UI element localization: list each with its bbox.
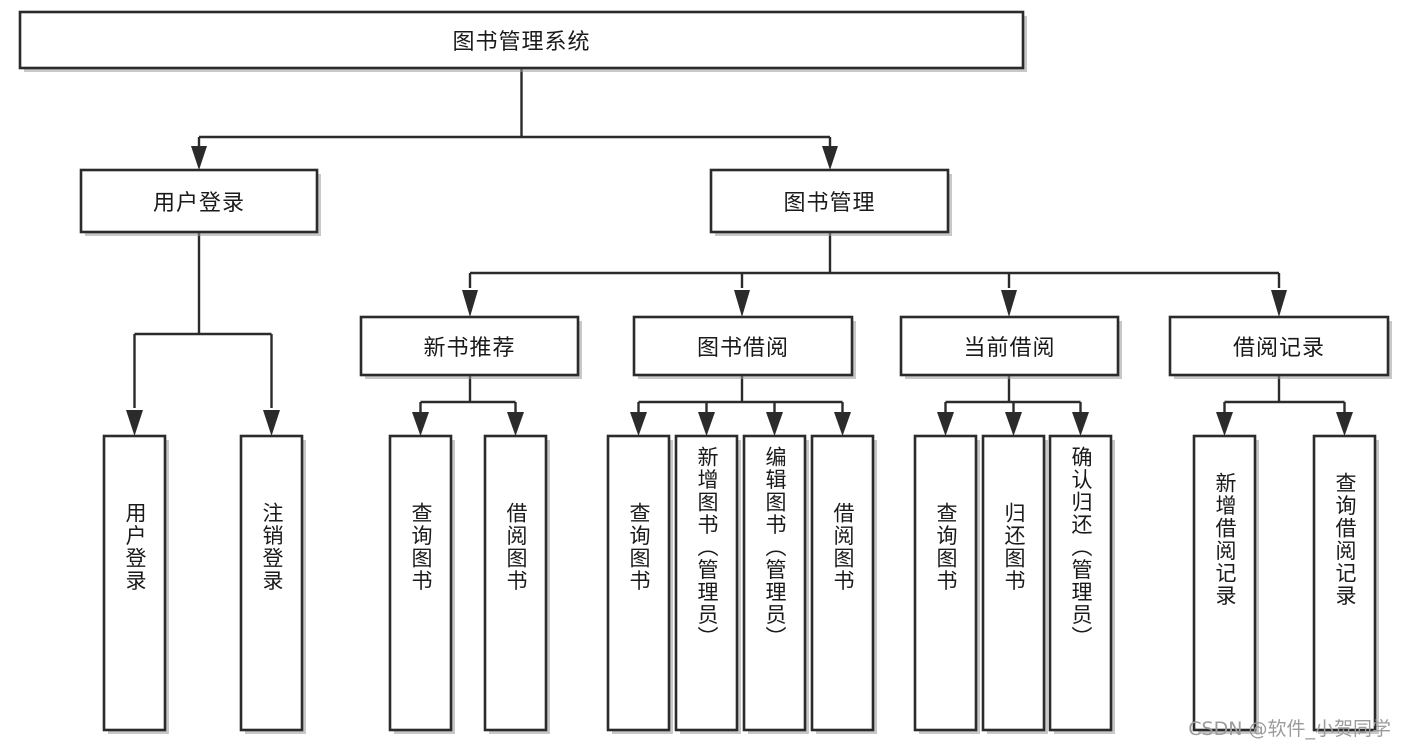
arrow-to-leaf-query-book-current <box>937 412 954 436</box>
connector-book-borrow-to-leaves <box>630 375 851 436</box>
node-new-book-recommend[interactable] <box>359 315 582 379</box>
node-leaf-confirm-return-admin[interactable] <box>1048 434 1115 734</box>
node-leaf-return-book[interactable] <box>981 434 1048 734</box>
arrow-to-new-book-recommend <box>462 290 478 317</box>
connector-borrow-record-to-leaves <box>1216 375 1353 436</box>
arrow-to-leaf-return-book <box>1005 412 1022 436</box>
arrow-to-leaf-user-logout <box>263 410 280 436</box>
connector-user-login-to-leaves <box>126 232 280 436</box>
node-user-login[interactable] <box>79 168 321 236</box>
node-leaf-query-borrow-record[interactable] <box>1312 434 1379 734</box>
arrow-to-leaf-edit-book-admin <box>766 412 783 436</box>
node-leaf-add-borrow-record[interactable] <box>1192 434 1259 734</box>
node-leaf-query-book-recommend[interactable] <box>388 434 455 734</box>
node-leaf-borrow-book-recommend[interactable] <box>483 434 550 734</box>
node-borrow-record[interactable] <box>1168 315 1392 379</box>
node-leaf-borrow-book[interactable] <box>810 434 877 734</box>
arrow-to-borrow-record <box>1271 290 1287 317</box>
node-current-borrow[interactable] <box>899 315 1122 379</box>
connector-current-borrow-to-leaves <box>937 375 1089 436</box>
arrow-to-leaf-user-login <box>126 410 143 436</box>
node-leaf-query-book-current[interactable] <box>913 434 980 734</box>
node-leaf-edit-book-admin[interactable] <box>742 434 809 734</box>
connector-new-book-recommend-to-leaves <box>412 375 524 436</box>
arrow-to-leaf-borrow-book <box>834 412 851 436</box>
arrow-to-book-borrow <box>734 290 750 317</box>
node-leaf-user-logout[interactable] <box>239 434 306 734</box>
arrow-to-leaf-add-book-admin <box>698 412 715 436</box>
node-leaf-query-book-borrow[interactable] <box>606 434 673 734</box>
arrow-to-leaf-borrow-book-recommend <box>507 412 524 436</box>
connector-root-to-level2 <box>191 68 838 170</box>
node-leaf-add-book-admin[interactable] <box>674 434 741 734</box>
node-book-borrow[interactable] <box>632 315 856 379</box>
node-root[interactable] <box>18 10 1027 72</box>
connector-book-management-to-level3 <box>462 232 1287 317</box>
arrow-to-leaf-add-borrow-record <box>1216 412 1233 436</box>
arrow-to-leaf-query-borrow-record <box>1336 412 1353 436</box>
arrow-to-leaf-query-book-borrow <box>630 412 647 436</box>
arrow-to-leaf-confirm-return-admin <box>1072 412 1089 436</box>
arrow-to-leaf-query-book-recommend <box>412 412 429 436</box>
node-book-management[interactable] <box>709 168 952 236</box>
arrow-to-book-management <box>822 146 838 170</box>
node-leaf-user-login[interactable] <box>102 434 169 734</box>
arrow-to-user-login <box>191 146 207 170</box>
arrow-to-current-borrow <box>1001 290 1017 317</box>
